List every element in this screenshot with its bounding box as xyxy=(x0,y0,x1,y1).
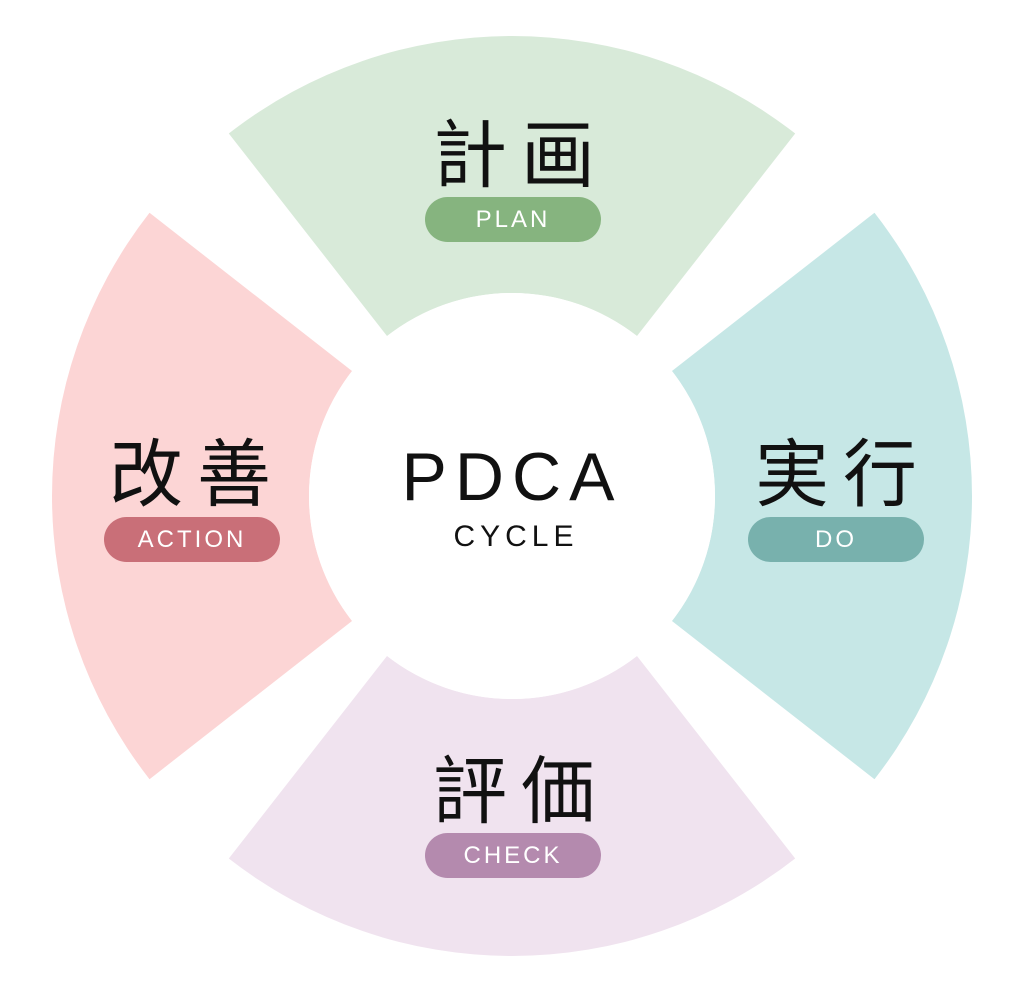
check-label: CHECK xyxy=(463,842,562,869)
center-circle xyxy=(309,293,715,699)
segment-action xyxy=(52,212,353,780)
segment-plan xyxy=(228,36,796,337)
action-label: ACTION xyxy=(138,526,247,553)
center-title: PDCA xyxy=(402,439,623,515)
do-label: DO xyxy=(815,526,857,553)
center-subtitle: CYCLE xyxy=(453,520,578,553)
action-title: 改善 xyxy=(109,432,285,518)
action-pill xyxy=(104,517,280,562)
check-pill xyxy=(425,833,601,878)
plan-pill xyxy=(425,197,601,242)
do-title: 実行 xyxy=(755,432,931,518)
segment-check xyxy=(228,655,796,956)
do-pill xyxy=(748,517,924,562)
plan-title: 計画 xyxy=(433,113,609,199)
plan-label: PLAN xyxy=(476,206,551,233)
check-title: 評価 xyxy=(433,749,609,835)
segment-do xyxy=(671,212,972,780)
